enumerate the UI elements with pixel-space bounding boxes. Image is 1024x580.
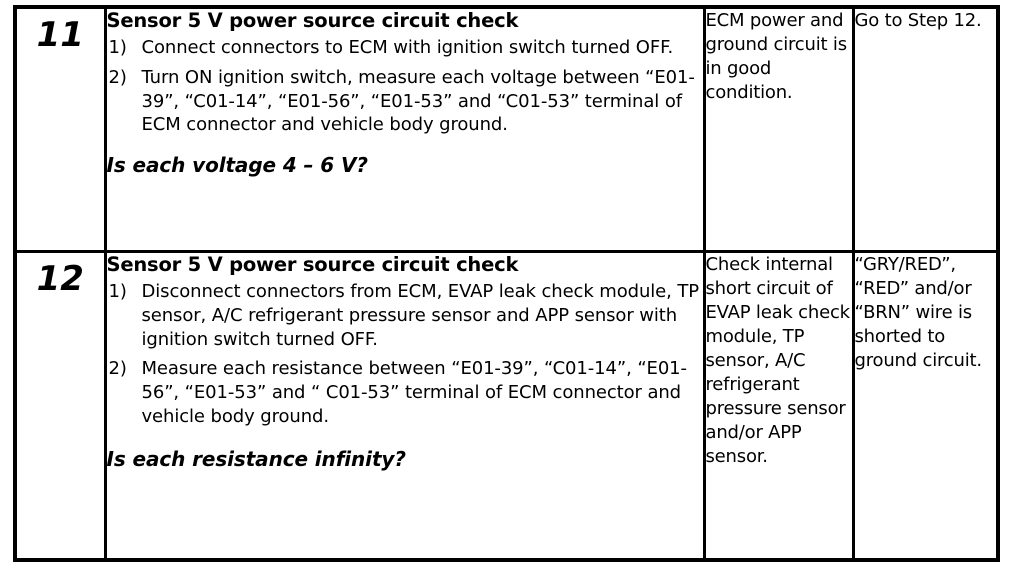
list-item-text: Measure each resistance between “E01-39”… <box>141 358 688 427</box>
list-marker: 1) <box>108 281 127 302</box>
table-row: 11 Sensor 5 V power source circuit check… <box>13 5 1000 253</box>
yes-result-text: ECM power and ground circuit is in good … <box>705 10 848 103</box>
list-marker: 1) <box>108 37 127 58</box>
no-result-cell: Go to Step 12. <box>851 5 1000 253</box>
diagnostic-step-table: 11 Sensor 5 V power source circuit check… <box>13 5 1000 562</box>
action-title: Sensor 5 V power source circuit check <box>106 9 519 32</box>
action-cell: Sensor 5 V power source circuit check 1)… <box>103 5 706 253</box>
table-row: 12 Sensor 5 V power source circuit check… <box>13 250 1000 562</box>
no-result-text: “GRY/RED”, “RED” and/or “BRN” wire is sh… <box>854 254 983 371</box>
action-question: Is each resistance infinity? <box>106 446 406 471</box>
action-cell: Sensor 5 V power source circuit check 1)… <box>103 250 706 562</box>
step-number: 12 <box>36 259 84 299</box>
list-item: 2) Measure each resistance between “E01-… <box>107 357 703 428</box>
no-result-text: Go to Step 12. <box>854 10 982 31</box>
yes-result-text: Check internal short circuit of EVAP lea… <box>705 254 851 467</box>
list-item: 1) Connect connectors to ECM with igniti… <box>107 36 703 60</box>
yes-result-cell: ECM power and ground circuit is in good … <box>702 5 855 253</box>
action-step-list: 1) Connect connectors to ECM with igniti… <box>107 36 703 137</box>
step-number-cell: 11 <box>13 5 107 253</box>
list-marker: 2) <box>108 358 127 380</box>
list-item: 1) Disconnect connectors from ECM, EVAP … <box>107 280 703 351</box>
list-item-text: Turn ON ignition switch, measure each vo… <box>141 66 695 136</box>
step-number: 11 <box>36 15 84 55</box>
list-item-text: Connect connectors to ECM with ignition … <box>141 37 674 58</box>
list-marker: 2) <box>108 66 127 88</box>
action-question: Is each voltage 4 – 6 V? <box>106 153 368 177</box>
yes-result-cell: Check internal short circuit of EVAP lea… <box>702 250 855 562</box>
step-number-cell: 12 <box>13 250 107 562</box>
list-item-text: Disconnect connectors from ECM, EVAP lea… <box>141 281 700 350</box>
list-item: 2) Turn ON ignition switch, measure each… <box>107 66 703 137</box>
action-step-list: 1) Disconnect connectors from ECM, EVAP … <box>107 280 703 429</box>
no-result-cell: “GRY/RED”, “RED” and/or “BRN” wire is sh… <box>851 250 1000 562</box>
action-title: Sensor 5 V power source circuit check <box>106 253 519 276</box>
